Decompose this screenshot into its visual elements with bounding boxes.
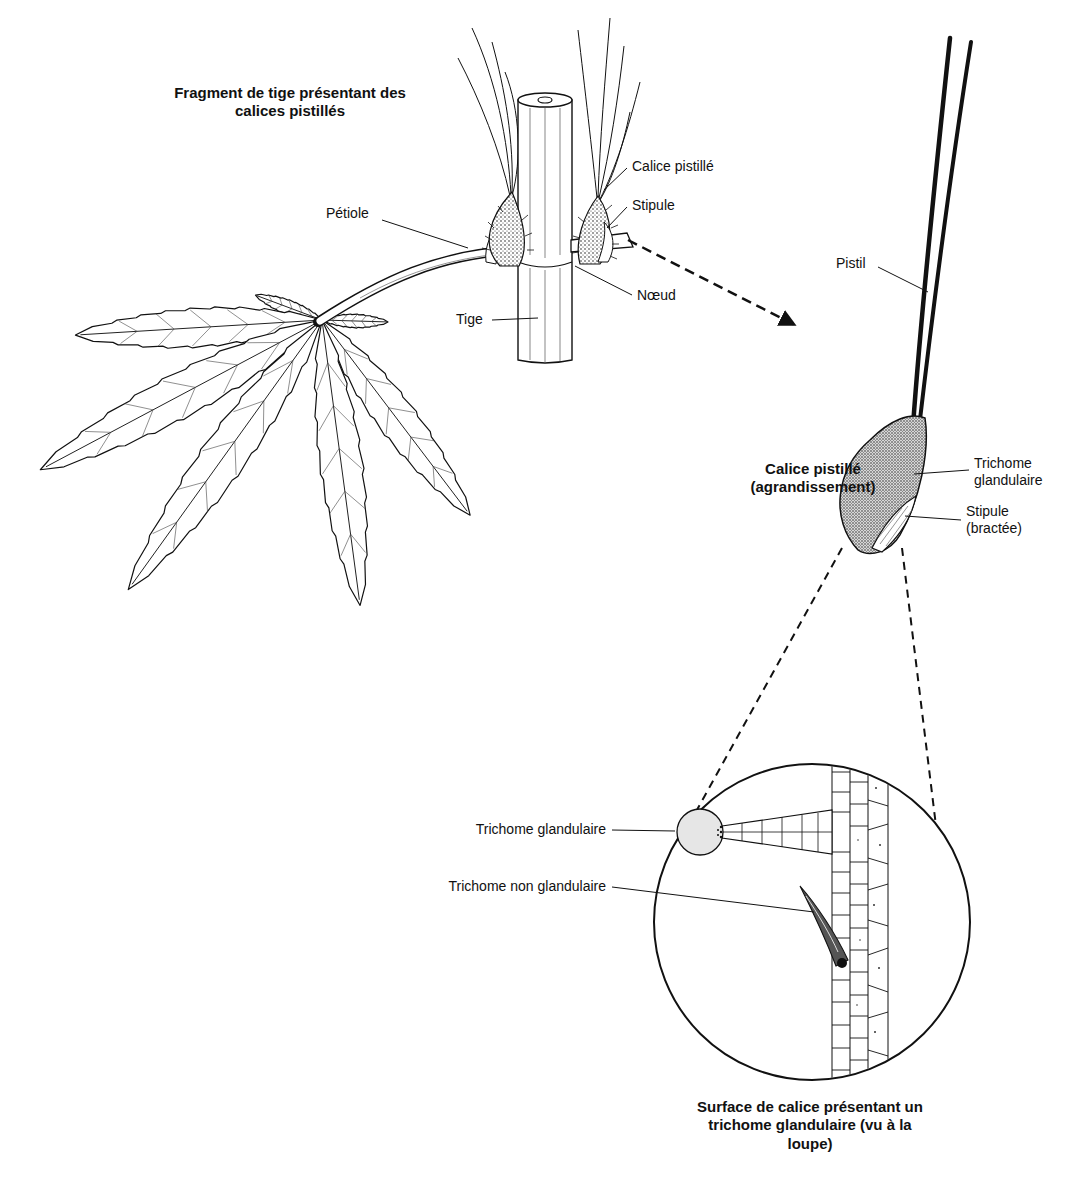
glandular-head: [677, 809, 723, 855]
cell-wall: [868, 770, 888, 1080]
leader-line: [607, 207, 627, 228]
part-label: Nœud: [637, 287, 717, 304]
stem-pith: [538, 97, 552, 103]
part-label: Trichome glandulaire: [406, 821, 606, 838]
figure-heading: Calice pistillé (agrandissement): [733, 460, 893, 497]
stem-drawing: [518, 93, 633, 364]
part-label: Trichome glandulaire: [974, 455, 1074, 489]
leader-line: [382, 220, 468, 248]
bract-vein: [878, 506, 912, 546]
part-label: Stipule (bractée): [966, 503, 1066, 537]
leader-line: [878, 267, 928, 292]
leader-line: [575, 266, 632, 295]
leader-line: [492, 318, 538, 320]
part-label: Tige: [456, 311, 516, 328]
leaf-drawing: [30, 288, 487, 608]
stem-section: [518, 93, 572, 107]
leader-line: [612, 830, 675, 831]
cell-wall: [832, 760, 888, 1090]
part-label: Pétiole: [326, 205, 406, 222]
secretory-cells: [717, 826, 722, 838]
leader-line: [905, 516, 961, 520]
magnified-surface: [654, 760, 970, 1090]
pistil: [578, 30, 597, 198]
part-label: Calice pistillé: [632, 158, 752, 175]
non-glandular-trichome: [800, 886, 848, 966]
pistil: [472, 28, 511, 195]
pistil: [600, 112, 630, 200]
trichome-highlight: [806, 896, 838, 952]
part-label: Pistil: [836, 255, 896, 272]
cell-wall: [832, 772, 850, 1070]
epidermis-cells: [832, 760, 888, 1090]
figure-heading: Fragment de tige présentant des calices …: [170, 84, 410, 121]
enlargement-arrow: [628, 240, 795, 325]
cell-wall: [850, 782, 868, 1082]
part-label: Stipule: [632, 197, 732, 214]
leader-lines: [382, 168, 969, 912]
pistil: [598, 18, 610, 197]
stem-node: [518, 262, 572, 267]
stem-striation: [530, 108, 560, 364]
lens-circle: [654, 764, 970, 1080]
pistil: [600, 82, 640, 199]
leader-line: [914, 470, 969, 474]
trichome-base: [837, 958, 847, 968]
calyx-hairs: [482, 205, 619, 259]
pistil: [492, 42, 512, 194]
pistil: [505, 72, 518, 196]
leaflet: [110, 307, 341, 603]
figure-heading: Surface de calice présentant un trichome…: [690, 1098, 930, 1153]
trichome-stalk: [722, 810, 832, 854]
stem-calyces: [482, 192, 619, 266]
cell-dots: [856, 787, 881, 1033]
leader-line: [612, 887, 814, 912]
pistil: [919, 42, 971, 428]
pistil: [458, 58, 510, 196]
bract: [872, 496, 916, 552]
calyx: [489, 192, 524, 266]
leaflet: [300, 317, 382, 608]
part-label: Trichome non glandulaire: [366, 878, 606, 895]
stalk-cells: [722, 813, 832, 852]
stem: [518, 100, 572, 363]
leader-line: [604, 168, 627, 190]
